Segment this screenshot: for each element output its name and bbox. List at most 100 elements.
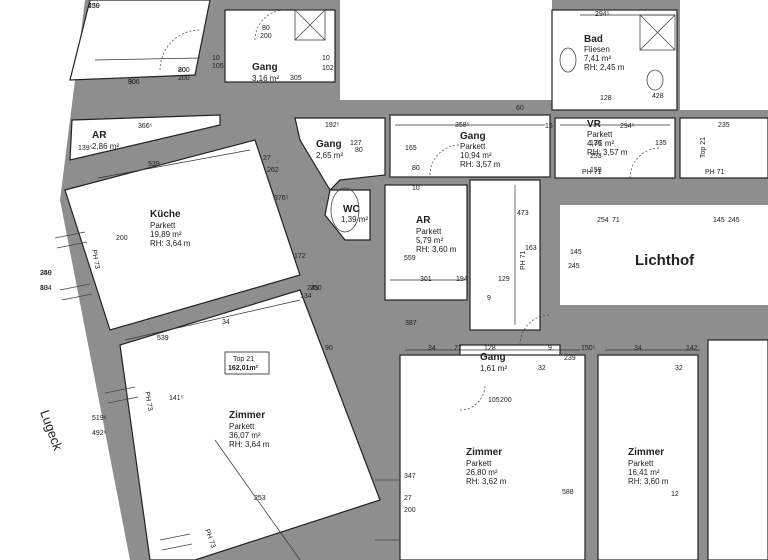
dimension-label: 349 <box>40 270 52 277</box>
dimension-label: 192⁵ <box>325 122 340 129</box>
room-label-zimmer-right: Zimmer Parkett 16,41 m² RH: 3,60 m <box>628 447 669 486</box>
bad-name: Bad <box>584 34 603 45</box>
dimension-label: 245 <box>568 263 580 270</box>
dimension-label: 245 <box>728 217 740 224</box>
room-label-wc: WC 1,39 m² <box>341 204 368 224</box>
dimension-label: 145 <box>713 217 725 224</box>
dimension-label: 253 <box>590 153 602 160</box>
room-bad <box>551 9 678 111</box>
room-label-kueche: Küche Parkett 19,89 m² RH: 3,64 m <box>150 209 191 248</box>
gang-main-floor: Parkett <box>460 142 486 151</box>
ph71-label: PH 71 <box>582 169 602 176</box>
dimension-label: 250 <box>88 3 100 10</box>
dimension-label: 102 <box>322 65 334 72</box>
dimension-label: 60 <box>516 105 524 112</box>
zimmer-right-area: 16,41 m² <box>628 468 660 477</box>
dimension-label: 34 <box>428 345 436 352</box>
room-label-ar-mid: AR Parkett 5,79 m² RH: 3,60 m <box>416 215 457 254</box>
bad-floor: Fliesen <box>584 45 610 54</box>
top21-side-label: Top 21 <box>700 137 707 158</box>
dimension-label: 428 <box>652 93 664 100</box>
gang-small-area: 2,65 m² <box>316 151 343 160</box>
dimension-label: 80 <box>262 25 270 32</box>
gang-top-name: Gang <box>252 62 278 73</box>
dimension-label: 200 <box>500 397 512 404</box>
room-zimmer-mid <box>399 354 586 560</box>
vr-area: 4,75 m² <box>587 139 614 148</box>
dimension-label: 306 <box>128 79 140 86</box>
dimension-label: 12 <box>671 491 679 498</box>
dimension-label: 77 <box>454 345 462 352</box>
dimension-label: 200 <box>404 507 416 514</box>
dimension-label: 34 <box>634 345 642 352</box>
dimension-label: 142 <box>686 345 698 352</box>
unit-box: Top 21 162,01m² <box>224 351 270 375</box>
dimension-label: 10 <box>322 55 330 62</box>
dimension-label: 439 <box>88 3 100 10</box>
dimension-label: 473 <box>517 210 529 217</box>
ph73-label: PH 73 <box>90 249 100 269</box>
dimension-label: 200 <box>178 75 190 82</box>
dimension-label: 250 <box>310 285 322 292</box>
unit-box-label: Top 21 <box>233 356 254 363</box>
gang-main-height: RH: 3,57 m <box>460 160 501 169</box>
dimension-label: 130 <box>590 140 602 147</box>
room-label-gang-main: Gang Parkett 10,94 m² RH: 3,57 m <box>460 131 501 169</box>
dimension-label: 358⁵ <box>455 122 470 129</box>
dimension-label: 105 <box>488 397 500 404</box>
toilet-icon <box>646 69 664 91</box>
vr-height: RH: 3,57 m <box>587 148 628 157</box>
dimension-label: 32 <box>538 365 546 372</box>
dimension-label: 559 <box>404 255 416 262</box>
gang-lower-area: 1,61 m² <box>480 364 507 373</box>
zimmer-left-height: RH: 3,64 m <box>229 440 270 449</box>
sink-icon <box>559 47 577 73</box>
room-label-vr: VR Parkett 4,75 m² RH: 3,57 m <box>587 119 628 157</box>
zimmer-left-floor: Parkett <box>229 422 255 431</box>
kueche-height: RH: 3,64 m <box>150 239 191 248</box>
dimension-label: 10 <box>412 185 420 192</box>
vr-floor: Parkett <box>587 130 613 139</box>
zimmer-mid-height: RH: 3,62 m <box>466 477 507 486</box>
dimension-label: 492⁶ <box>92 430 107 437</box>
dimension-label: 301 <box>420 276 432 283</box>
dimension-label: 27 <box>404 495 412 502</box>
dimension-label: 250 <box>40 270 52 277</box>
dimension-label: 128 <box>484 345 496 352</box>
bad-area: 7,41 m² <box>584 54 611 63</box>
zimmer-right-name: Zimmer <box>628 447 664 458</box>
room-kueche <box>64 139 301 331</box>
dimension-label: 539 <box>148 161 160 168</box>
lichthof-area <box>560 205 768 305</box>
dimension-label: 15 <box>545 123 553 130</box>
dimension-label: 253 <box>254 495 266 502</box>
room-label-zimmer-mid: Zimmer Parkett 26,80 m² RH: 3,62 m <box>466 447 507 486</box>
dimension-label: 105 <box>212 63 224 70</box>
dimension-label: 165 <box>405 145 417 152</box>
gang-small-name: Gang <box>316 139 342 150</box>
room-ar-left <box>69 114 221 161</box>
windows <box>54 231 400 551</box>
dimension-label: 387 <box>405 320 417 327</box>
dimension-label: 90 <box>128 79 136 86</box>
wc-name: WC <box>343 204 360 215</box>
dimension-label: 366⁵ <box>138 123 153 130</box>
room-label-gang-lower: Gang 1,61 m² <box>480 352 507 373</box>
dimension-label: 172 <box>294 253 306 260</box>
ar-mid-area: 5,79 m² <box>416 236 443 245</box>
vr-name: VR <box>587 119 602 130</box>
zimmer-left-name: Zimmer <box>229 410 265 421</box>
room-zimmer-left <box>119 289 381 560</box>
dimension-label: 294⁵ <box>595 11 610 18</box>
dimension-label: 347 <box>404 473 416 480</box>
dimension-lines <box>94 14 700 560</box>
dimension-label: 127 <box>350 140 362 147</box>
dimension-label: 80 <box>412 165 420 172</box>
dimension-label: 159 <box>590 167 602 174</box>
kueche-area: 19,89 m² <box>150 230 182 239</box>
dimension-label: 27 <box>263 155 271 162</box>
dimension-label: 254 <box>597 217 609 224</box>
dimension-label: 32 <box>675 365 683 372</box>
room-label-gang-small: Gang 2,65 m² <box>316 139 343 160</box>
dimension-label: 588 <box>562 489 574 496</box>
